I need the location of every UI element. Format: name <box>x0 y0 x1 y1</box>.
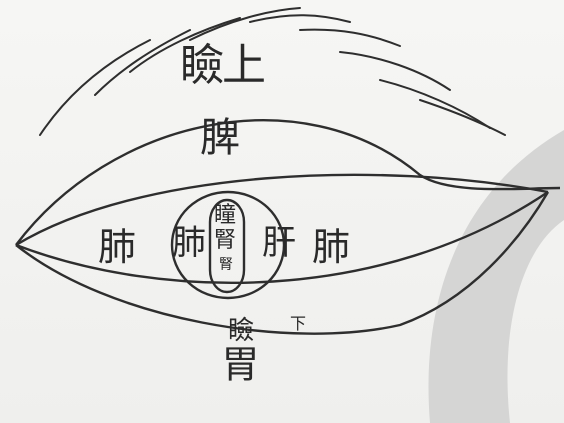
stomach-label: 胃 <box>215 344 259 382</box>
background-gray-arc <box>428 130 564 423</box>
lower-lid-label: 瞼 <box>228 316 255 346</box>
eye-upper-curve <box>15 173 549 247</box>
eye-outlines <box>15 119 561 335</box>
iris-circle <box>170 190 286 300</box>
liver-label: 肝 <box>262 223 296 263</box>
upper-lid-outline <box>15 119 561 246</box>
pupil-label-middle: 腎 <box>214 228 237 253</box>
eyebrow-strokes <box>39 7 506 136</box>
lower-lid-small-label: 下 <box>290 314 307 333</box>
lower-lid-outline <box>15 191 550 335</box>
eye-lower-curve <box>15 191 549 284</box>
pupil-label-top: 瞳 <box>214 203 237 228</box>
lung-inner-left-label: 肺 <box>172 223 206 263</box>
spleen-label: 脾 <box>200 115 240 161</box>
lung-left-label: 肺 <box>98 225 137 269</box>
lung-right-label: 肺 <box>312 225 351 269</box>
upper-lid-label: 瞼上 <box>180 40 266 91</box>
pupil-label-bottom: 腎 <box>219 257 233 273</box>
pupil-ring <box>208 198 246 294</box>
